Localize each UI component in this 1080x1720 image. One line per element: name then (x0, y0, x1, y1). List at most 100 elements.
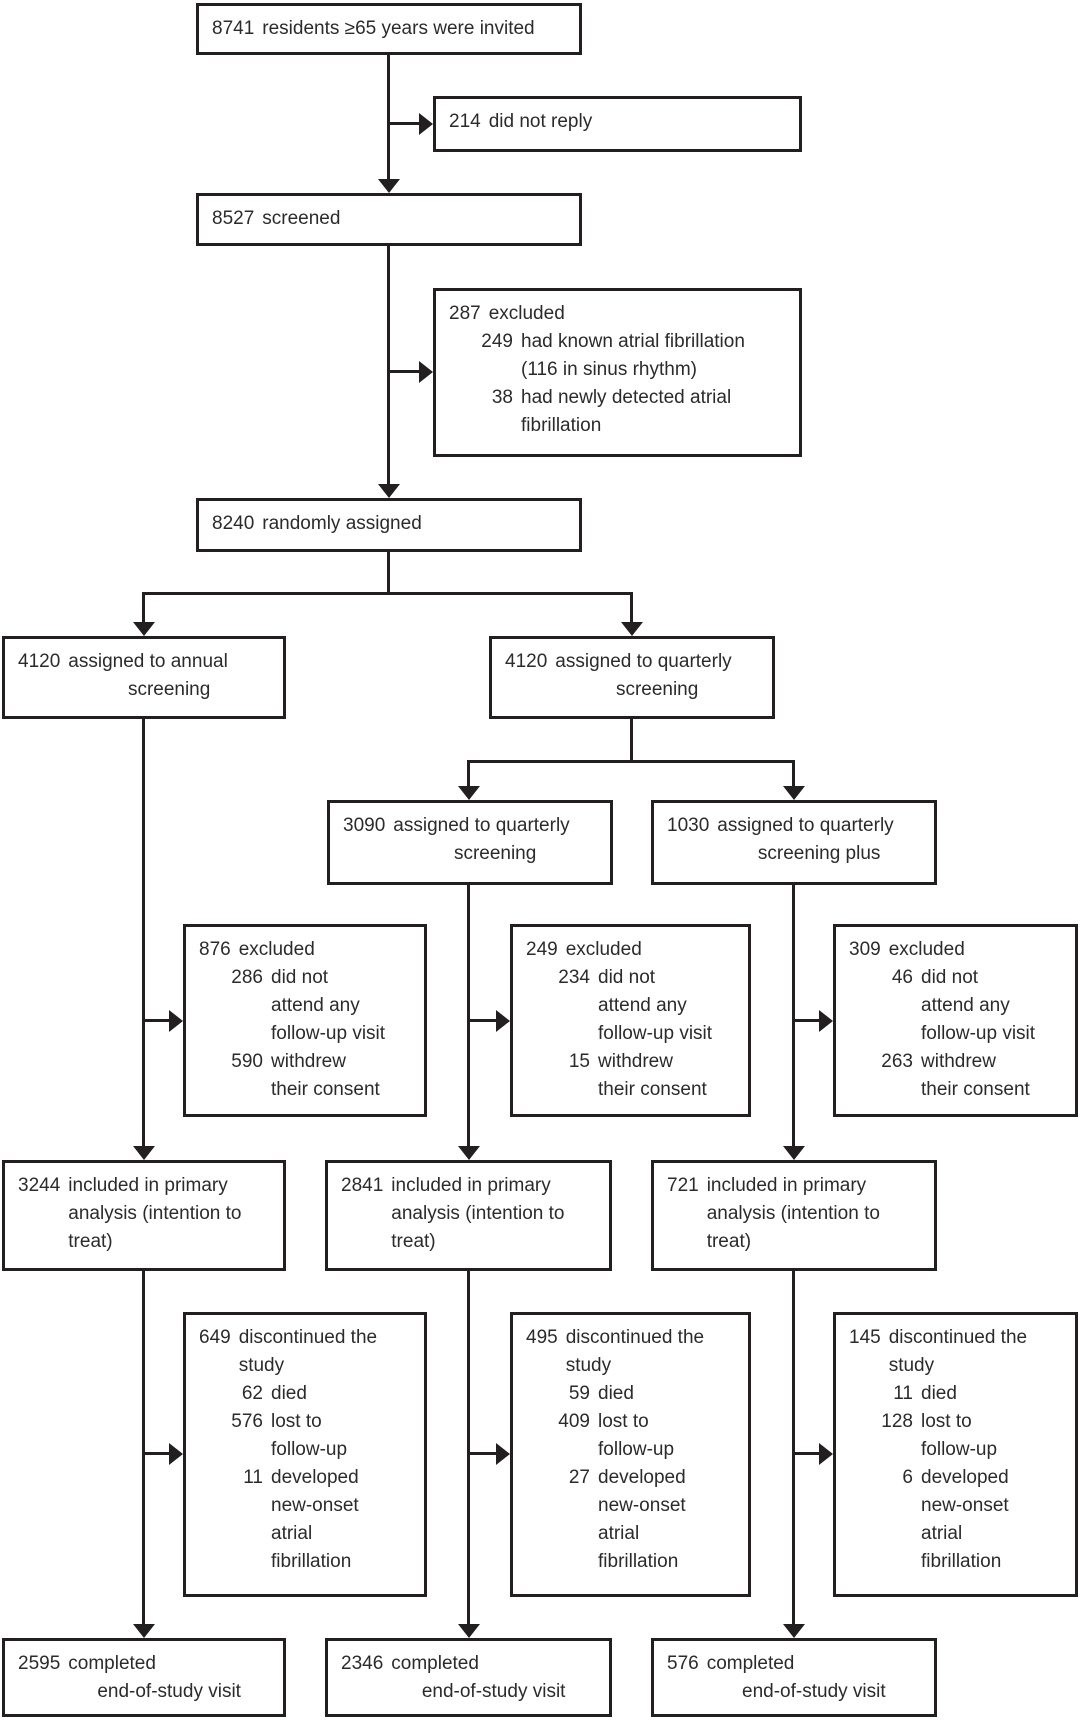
row-count: 3090 (343, 815, 386, 836)
flow-branch-excluded-quarterly (469, 1019, 496, 1022)
row-count: 649 (199, 1327, 231, 1348)
arrowhead-down-assigned (378, 484, 400, 498)
arrowhead-down-completed-annual (133, 1624, 155, 1638)
row-count: 409 (558, 1411, 590, 1432)
row-count: 145 (849, 1327, 881, 1348)
row-count: 59 (568, 1383, 590, 1404)
row-count: 495 (526, 1327, 558, 1348)
arrowhead-right-not-replied (419, 113, 433, 135)
arrowhead-right-excluded-screened (419, 361, 433, 383)
flow-line-invited-to-screened (387, 55, 390, 179)
box-row: 59 died (526, 1380, 735, 1408)
arrowhead-down-quarterly (621, 622, 643, 636)
flow-line-screened-to-assigned (387, 246, 390, 484)
arrowhead-down-screened (378, 179, 400, 193)
flow-line-sub-to-primary (467, 885, 470, 1146)
row-text: excluded (888, 939, 965, 960)
arrowhead-right-discontinued-plus (819, 1443, 833, 1465)
row-count: 214 (449, 111, 481, 132)
row-count: 576 (667, 1653, 699, 1674)
row-count: 590 (231, 1051, 263, 1072)
row-count: 249 (481, 331, 513, 352)
row-count: 8741 (212, 18, 255, 39)
row-count: 286 (231, 967, 263, 988)
flow-line-quarterly-stub (630, 592, 633, 622)
flow-line-assigned-stub (387, 552, 390, 592)
row-text: died (598, 1383, 634, 1404)
row-count: 46 (891, 967, 913, 988)
row-count: 8240 (212, 513, 255, 534)
arrowhead-down-primary-plus (783, 1146, 805, 1160)
row-text: excluded (238, 939, 315, 960)
arrowhead-right-excluded-annual (169, 1010, 183, 1032)
row-text: randomly assigned (262, 513, 422, 534)
row-count: 249 (526, 939, 558, 960)
box-row: 249 had known atrial fibrillation(116 in … (449, 328, 786, 384)
box-row: 309 excluded (849, 936, 1062, 964)
row-count: 15 (568, 1051, 590, 1072)
row-count: 309 (849, 939, 881, 960)
arrowhead-down-quarterly-sub (458, 786, 480, 800)
row-count: 3244 (18, 1175, 61, 1196)
row-count: 4120 (505, 651, 548, 672)
row-count: 2595 (18, 1653, 61, 1674)
row-count: 576 (231, 1411, 263, 1432)
row-text: had known atrial fibrillation(116 in sin… (521, 331, 745, 380)
row-count: 62 (241, 1383, 263, 1404)
row-text: died (921, 1383, 957, 1404)
flow-line-split-annual-quarterly (142, 592, 633, 595)
arrowhead-down-primary-annual (133, 1146, 155, 1160)
box-randomly-assigned: 8240 randomly assigned (196, 498, 582, 552)
row-count: 6 (902, 1467, 913, 1488)
arrowhead-down-primary-quarterly (458, 1146, 480, 1160)
